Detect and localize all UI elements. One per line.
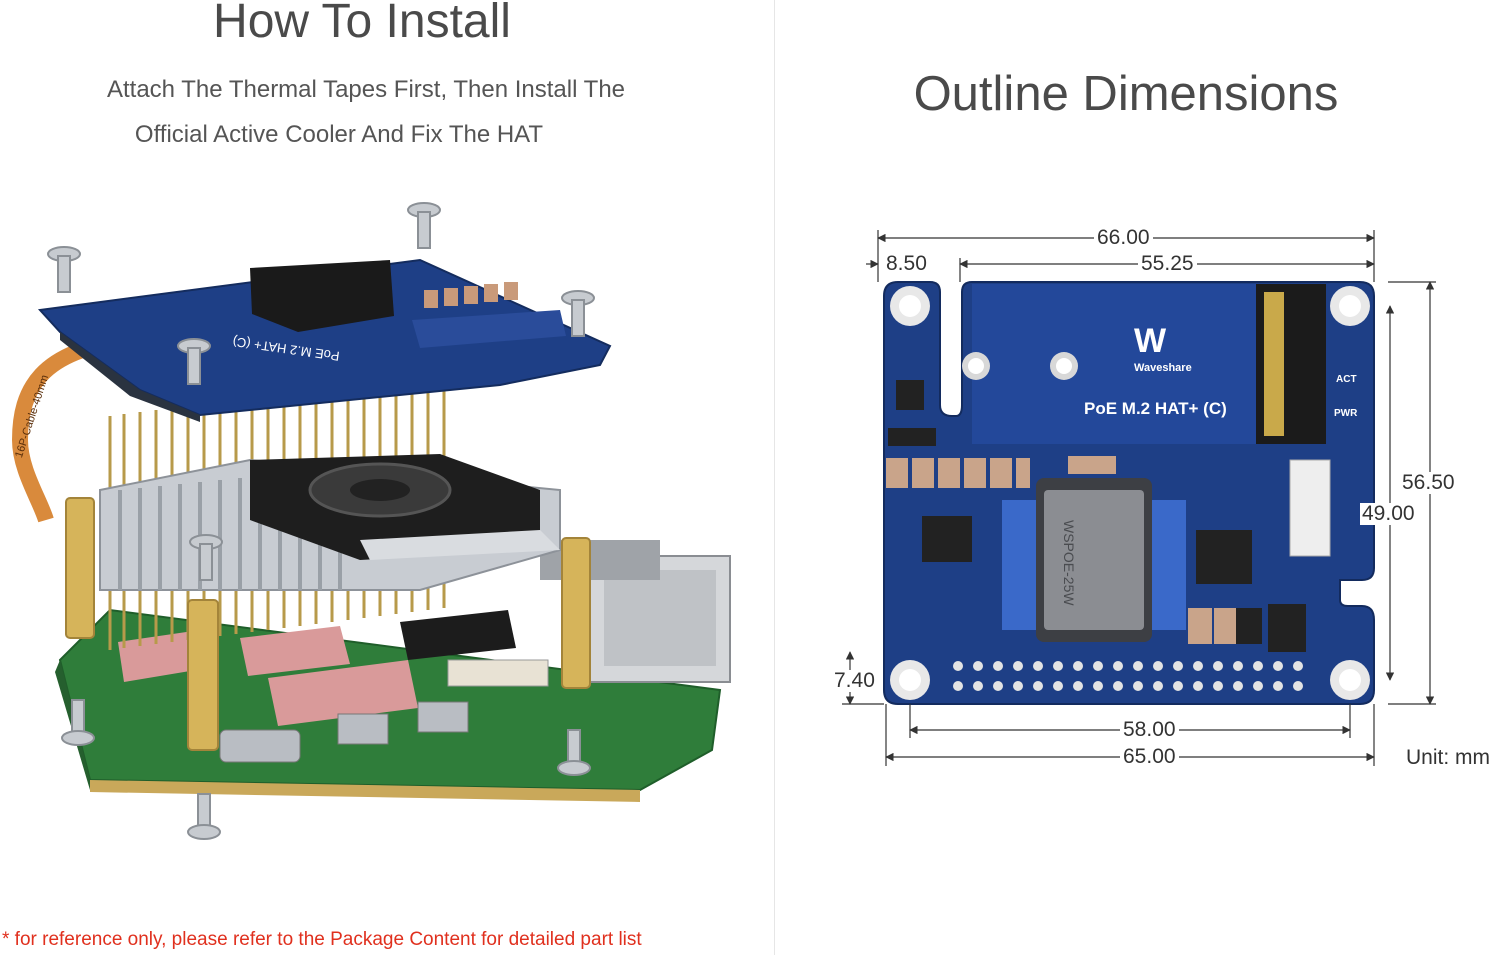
active-cooler: [99, 454, 561, 591]
install-instruction-line1: Attach The Thermal Tapes First, Then Ins…: [106, 76, 626, 103]
dim-overall-height: 56.50: [1400, 471, 1457, 494]
dim-slot-width: 55.25: [1138, 253, 1197, 275]
dim-overall-width: 66.00: [1094, 227, 1153, 249]
board-name-label: PoE M.2 HAT+ (C): [1084, 399, 1227, 418]
dim-bottom-hole-offset: 7.40: [832, 669, 877, 692]
ffc-cable: [11, 332, 131, 523]
dim-left-offset: 8.50: [884, 252, 929, 275]
poe-hat-board-exploded: PoE M.2 HAT+ (C): [37, 258, 612, 422]
install-instruction-line2: Official Active Cooler And Fix The HAT: [134, 121, 544, 148]
panel-divider: [774, 0, 775, 955]
reference-footnote: * for reference only, please refer to th…: [2, 929, 642, 950]
brand-label: Waveshare: [1134, 362, 1192, 374]
screws: [47, 202, 595, 840]
install-exploded-illustration: 16P-Cable-40mm PoE M.2 HAT+ (C): [11, 202, 731, 840]
led-act-label: ACT: [1336, 374, 1357, 385]
dim-hole-spacing: 58.00: [1120, 719, 1179, 741]
transformer-label: WSPOE-25W: [1061, 520, 1077, 606]
led-pwr-label: PWR: [1334, 408, 1358, 419]
standoffs: [65, 497, 591, 751]
install-title: How To Install: [213, 0, 511, 48]
waveshare-logo-mark: W: [1134, 322, 1167, 360]
dim-hole-height: 49.00: [1360, 502, 1417, 525]
dimensions-title: Outline Dimensions: [913, 67, 1339, 121]
raspberry-pi-board: [55, 540, 731, 802]
dim-board-width: 65.00: [1120, 746, 1179, 768]
pcb-outline: W Waveshare PoE M.2 HAT+ (C) ACT PWR WSP…: [883, 281, 1375, 705]
unit-label: Unit: mm: [1406, 746, 1490, 769]
